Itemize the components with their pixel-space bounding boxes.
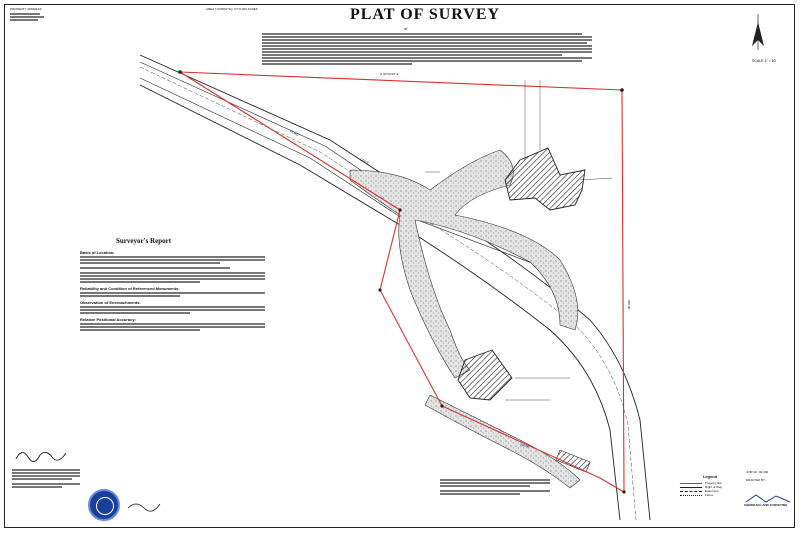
survey-monuments: [178, 70, 626, 494]
report-heading: Surveyor's Report: [116, 237, 172, 245]
title-of: of: [404, 26, 408, 31]
surveyor-seal: [88, 489, 120, 521]
svg-text:DRIVE: DRIVE: [360, 157, 370, 165]
scale-label: SCALE 1" = 50': [752, 59, 777, 63]
certification-block: [12, 468, 82, 489]
svg-text:N 00°00'00" E: N 00°00'00" E: [380, 72, 399, 76]
row-line-south: [139, 84, 621, 521]
road-edge-b: [139, 77, 406, 221]
property-address-block: [10, 12, 46, 22]
report-section-encroachments: Observation of Encroachments:: [80, 300, 141, 305]
report-section-reliability: Reliability and Condition of Referenced …: [80, 286, 180, 291]
svg-text:000.00': 000.00': [520, 442, 531, 449]
gravel-drive: [349, 149, 579, 379]
legend-item: Fence: [680, 493, 740, 497]
company-name: SHERIDAN LAND SURVEYING: [744, 503, 788, 507]
dimension-labels: N 00°00'00" E ROAD DRIVE 000.00' 000.00': [290, 72, 631, 449]
property-address-label: PROPERTY ADDRESS: [10, 7, 42, 11]
page-title: PLAT OF SURVEY: [350, 6, 501, 23]
job-number: JOB NO. 00-000: [746, 470, 769, 474]
north-arrow-icon: [752, 14, 764, 50]
house-footprint: [504, 147, 586, 211]
seal-signature: [126, 498, 166, 512]
leader-lines: [425, 80, 613, 401]
legend-item: Right of Way: [680, 485, 740, 489]
legend: Legend Property line Right of Way Easeme…: [680, 474, 740, 497]
legend-item: Easement: [680, 489, 740, 493]
svg-text:000.00': 000.00': [627, 300, 631, 310]
report-section-basis: Basis of Location:: [80, 250, 115, 255]
legend-title: Legend: [702, 474, 718, 479]
svg-text:ROAD: ROAD: [290, 129, 300, 137]
legal-description: [262, 32, 592, 66]
drafted-by: DRAFTED BY:: [746, 478, 766, 482]
area-line: AREA = 000000 SQ. FT./0.000 ACRES: [206, 7, 258, 11]
plat-sheet: [4, 4, 795, 528]
report-section-accuracy: Relative Positional Accuracy:: [80, 317, 136, 322]
notes-block: [440, 478, 560, 496]
report-body: Basis of Location: Reliability and Condi…: [80, 250, 270, 332]
surveyor-signature: [14, 445, 74, 463]
gravel-drive-south: [424, 394, 581, 489]
accessory-building: [457, 349, 513, 401]
legend-item: Property line: [680, 481, 740, 485]
company-logo-icon: [744, 490, 792, 503]
